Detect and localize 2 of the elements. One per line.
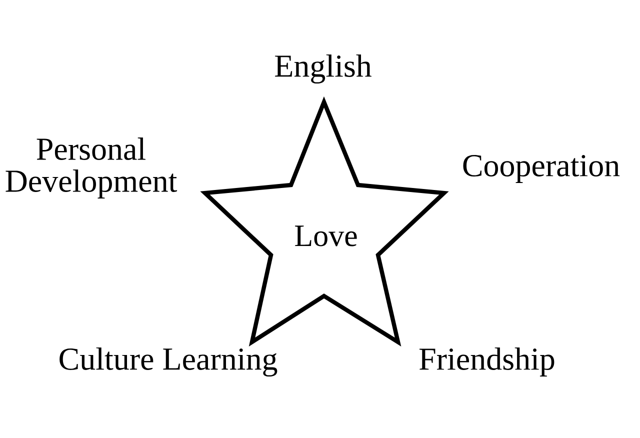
- point-label: Friendship: [419, 348, 554, 376]
- point-label: Culture Learning: [60, 347, 278, 377]
